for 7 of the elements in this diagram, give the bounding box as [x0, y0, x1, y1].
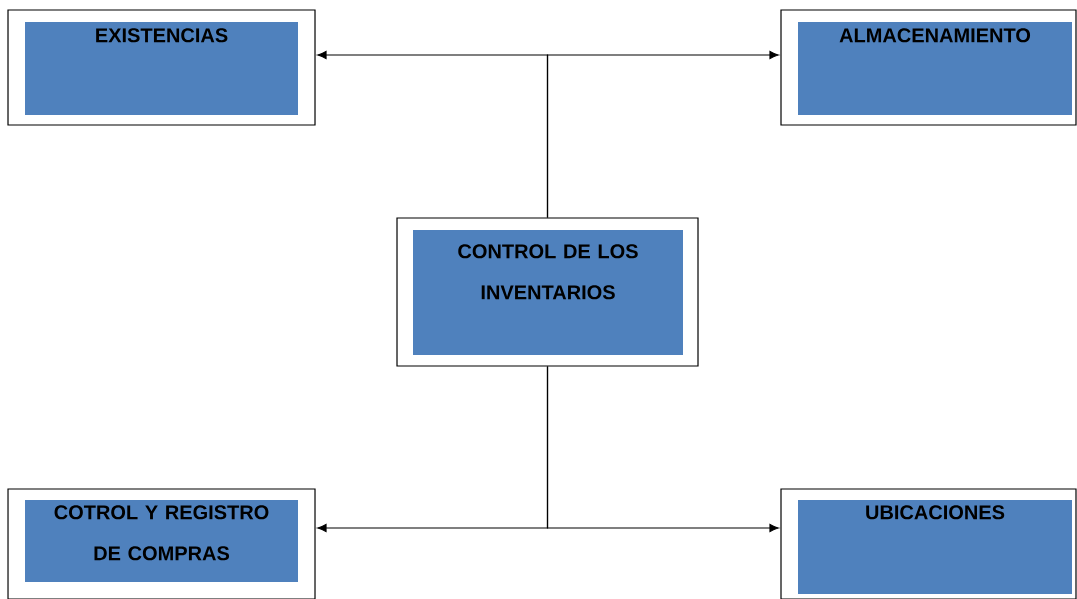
process-box: ALMACENAMIENTO [780, 9, 1077, 126]
process-box: CONTROL DE LOS INVENTARIOS [396, 217, 699, 367]
arrow [546, 366, 779, 532]
process-box: COTROL Y REGISTRO DE COMPRAS [7, 488, 316, 599]
process-box: EXISTENCIAS [7, 9, 316, 126]
arrow [546, 51, 779, 218]
process-box: UBICACIONES [780, 488, 1077, 599]
